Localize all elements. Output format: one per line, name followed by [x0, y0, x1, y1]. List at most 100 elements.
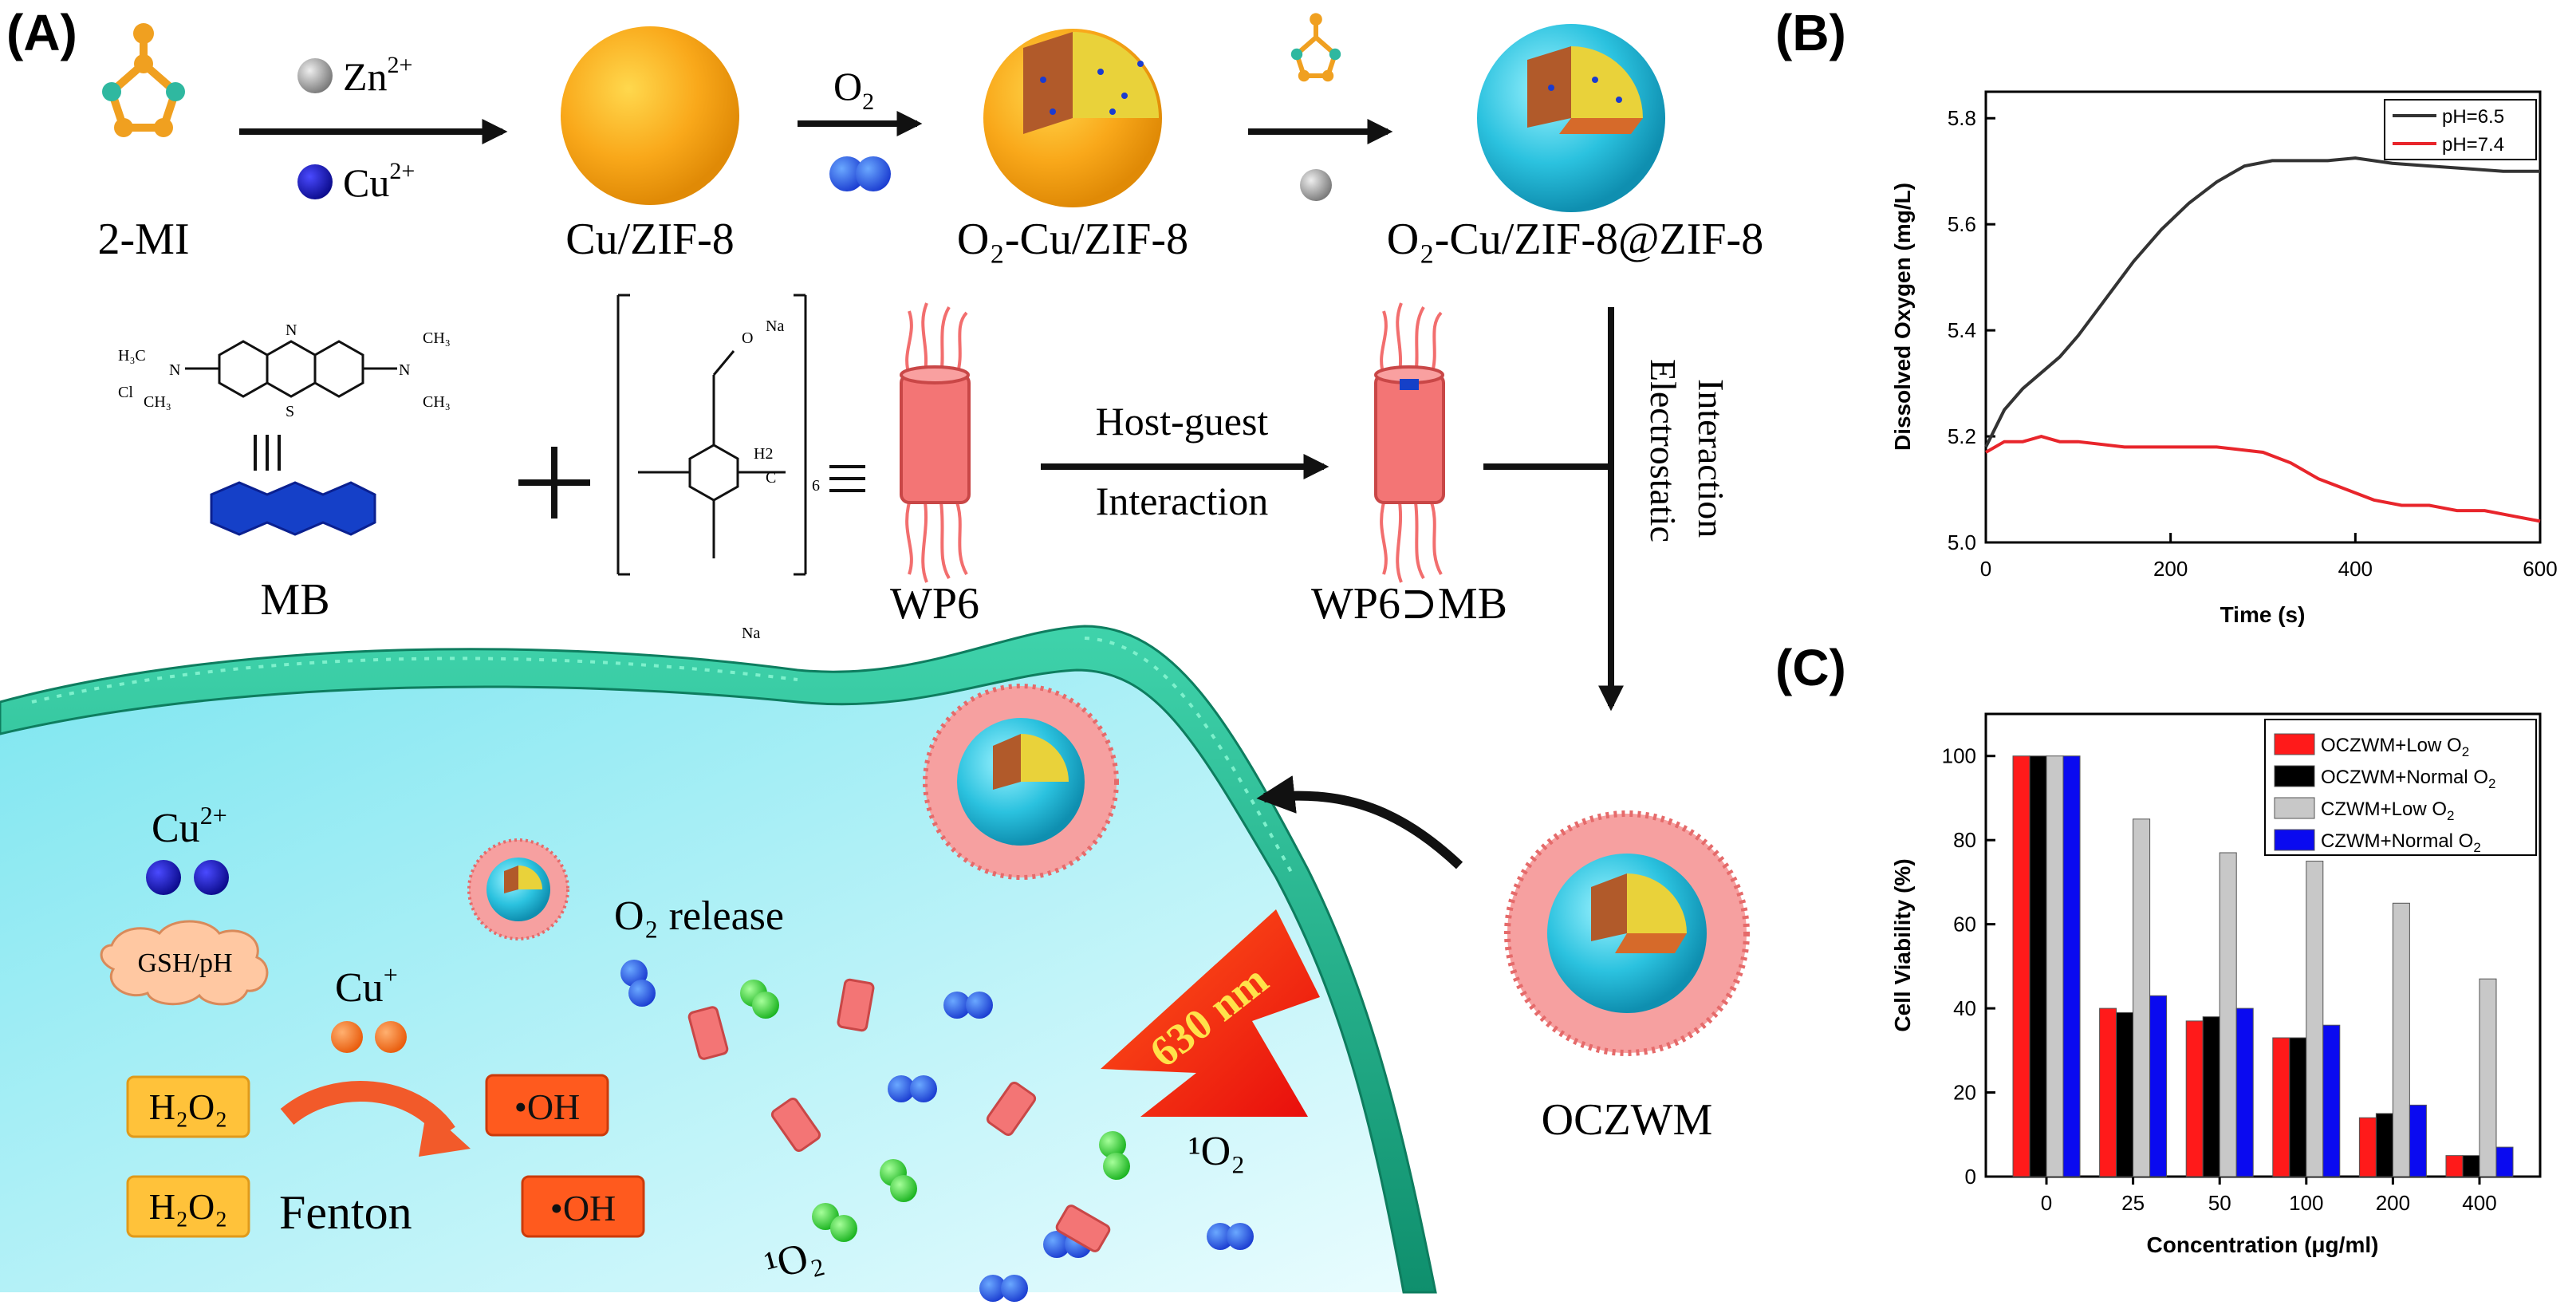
- svg-text:H₃C: H₃C: [118, 347, 146, 365]
- svg-text:N: N: [169, 361, 180, 379]
- svg-text:O: O: [742, 329, 753, 347]
- o2-molecule: [1207, 1223, 1254, 1250]
- cu-zif8-sphere: [561, 26, 739, 205]
- chart-b-xlabel: Time (s): [2220, 602, 2306, 627]
- o2-molecule: [740, 980, 779, 1019]
- cell-membrane: [0, 625, 1437, 1294]
- y-tick-label: 40: [1953, 996, 1976, 1020]
- bar-1-4: [2375, 1113, 2393, 1177]
- o2-molecule: [979, 1275, 1028, 1302]
- zn-ion-sphere-small: [1300, 169, 1332, 201]
- label-zn: Zn2+: [343, 52, 412, 99]
- bar-2-0: [2046, 755, 2064, 1177]
- label-h2o2: H₂O₂: [149, 1186, 228, 1227]
- label-cu2-in-cell: Cu2+: [152, 801, 227, 851]
- legend-label-1: OCZWM+Normal O2: [2321, 767, 2495, 791]
- bar-1-0: [2029, 755, 2047, 1177]
- o2-molecule: [888, 1075, 937, 1102]
- methylene-blue-structure: N S N N H₃C CH₃ Cl CH₃ CH₃: [118, 321, 451, 420]
- series-line-1: [1985, 435, 2541, 523]
- y-tick-label: 100: [1942, 744, 1976, 768]
- chart-b-frame: [1984, 90, 2542, 544]
- bar-2-5: [2479, 978, 2497, 1177]
- imidazole-molecule: [102, 23, 185, 137]
- bar-0-5: [2445, 1155, 2464, 1177]
- cu-ion-sphere: [146, 860, 181, 895]
- label-wp6: WP6: [890, 579, 979, 629]
- hydroxyl-radical-box: [521, 1175, 645, 1238]
- y-tick-label: 0: [1965, 1165, 1976, 1189]
- y-tick-label: 5.2: [1948, 424, 1976, 448]
- chart-b-legend: pH=6.5 pH=7.4: [2384, 99, 2537, 160]
- label-h2o2: H₂O₂: [149, 1086, 228, 1127]
- label-singlet-o2: ¹O₂: [1188, 1129, 1245, 1174]
- svg-text:Cl: Cl: [118, 384, 133, 401]
- cu-plus-sphere: [331, 1021, 363, 1053]
- o2-molecule: [880, 1159, 917, 1202]
- h2o2-box: [126, 1175, 250, 1238]
- svg-text:CH₃: CH₃: [423, 329, 451, 347]
- x-tick-label: 600: [2523, 557, 2557, 581]
- x-tick-label: 400: [2338, 557, 2373, 581]
- bar-0-3: [2272, 1037, 2290, 1177]
- cu-ion-sphere: [194, 860, 229, 895]
- bar-3-5: [2495, 1146, 2514, 1177]
- svg-text:6: 6: [812, 477, 820, 495]
- x-tick-label: 200: [2376, 1191, 2410, 1215]
- bar-3-0: [2062, 755, 2081, 1177]
- label-oh: •OH: [514, 1086, 581, 1127]
- fenton-arrow-head: [419, 1109, 471, 1157]
- legend-label-ph74: pH=7.4: [2442, 134, 2504, 156]
- x-tick-label: 50: [2208, 1191, 2231, 1215]
- o2-molecule: [1099, 1131, 1130, 1180]
- chart-c-xlabel: Concentration (μg/ml): [2147, 1232, 2379, 1257]
- svg-text:CH₃: CH₃: [423, 393, 451, 411]
- wp6-structure: O Na H2 C 6 Na: [616, 294, 820, 642]
- legend-swatch-3: [2274, 829, 2315, 851]
- label-cu: Cu2+: [343, 158, 415, 205]
- bar-3-2: [2235, 1007, 2254, 1177]
- o2-cu-zif8-sphere: [983, 29, 1162, 207]
- label-wp6-mb: WP6⊃MB: [1311, 579, 1507, 629]
- bar-3-4: [2409, 1104, 2427, 1177]
- label-o2-arrow: O2: [833, 64, 874, 115]
- bar-2-1: [2133, 818, 2151, 1177]
- label-o2-cu-zif8-zif8: O₂-Cu/ZIF-8@ZIF-8: [1387, 215, 1763, 264]
- zn-ion-sphere: [297, 58, 333, 93]
- o2-molecule-atom: [856, 156, 891, 191]
- y-tick-label: 80: [1953, 828, 1976, 852]
- cu-ion-sphere: [297, 164, 333, 199]
- svg-text:S: S: [286, 403, 294, 420]
- bar-1-3: [2289, 1037, 2307, 1177]
- bar-0-1: [2099, 1007, 2117, 1177]
- svg-text:N: N: [399, 361, 410, 379]
- legend-label-0: OCZWM+Low O2: [2321, 735, 2469, 759]
- o2-molecule-atom: [829, 156, 865, 191]
- membrane-texture: [31, 637, 1294, 874]
- y-tick-label: 5.0: [1948, 530, 1976, 554]
- legend-swatch-0: [2274, 733, 2315, 755]
- o2-cu-zif8-at-zif8-sphere: [1477, 24, 1665, 212]
- panel-label-c: (C): [1775, 639, 1846, 696]
- svg-text:N: N: [286, 321, 297, 339]
- legend-swatch-2: [2274, 797, 2315, 819]
- bar-2-4: [2392, 902, 2410, 1177]
- label-host-guest-interaction: Interaction: [1096, 479, 1269, 523]
- legend-label-2: CZWM+Low O2: [2321, 798, 2454, 823]
- gsh-ph-cloud: [100, 920, 269, 1006]
- y-tick-label: 5.4: [1948, 318, 1976, 342]
- bar-2-3: [2306, 861, 2324, 1177]
- legend-label-ph65: pH=6.5: [2442, 106, 2504, 128]
- plus-sign: [518, 447, 590, 518]
- svg-text:CH₃: CH₃: [144, 393, 171, 411]
- bar-0-4: [2358, 1117, 2377, 1177]
- x-tick-label: 0: [1980, 557, 1991, 581]
- x-tick-label: 0: [2041, 1191, 2052, 1215]
- bar-1-1: [2116, 1011, 2134, 1177]
- equivalence-symbol-vertical: [254, 435, 281, 471]
- label-cu-plus: Cu+: [335, 960, 398, 1011]
- mb-block-icon: [210, 481, 376, 536]
- o2-molecule: [812, 1203, 857, 1242]
